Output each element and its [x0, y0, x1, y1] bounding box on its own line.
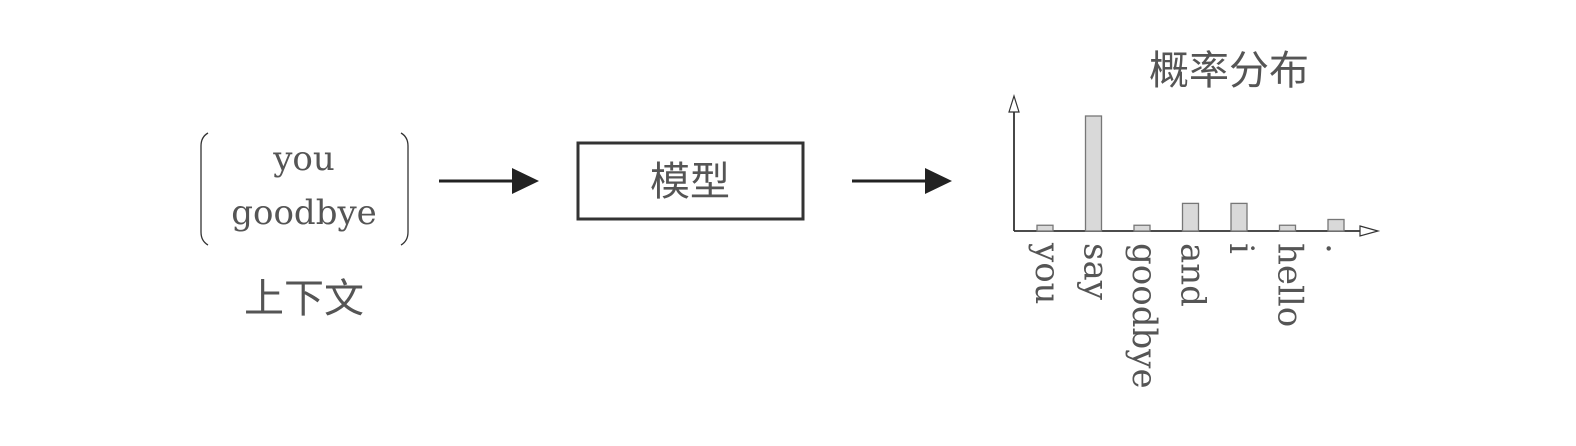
- bar-period: [1327, 218, 1345, 232]
- tick-label-i: i: [1221, 243, 1261, 254]
- bar-and: [1181, 202, 1200, 232]
- tick-label-goodbye: goodbye: [1124, 243, 1164, 389]
- bar-hello: [1278, 224, 1297, 232]
- bar-you: [1036, 224, 1054, 232]
- y-axis-arrowhead: [1008, 93, 1020, 113]
- right-bracket: [400, 132, 409, 246]
- tick-label-period: .: [1318, 243, 1358, 254]
- x-axis-arrowhead: [1359, 225, 1381, 237]
- arrow-model-to-chart: [852, 168, 952, 194]
- tick-label-you: you: [1027, 242, 1067, 305]
- context-label: 上下文: [244, 276, 364, 322]
- bar-say: [1084, 115, 1103, 232]
- chart-bars: [1036, 115, 1345, 232]
- context-word-you: you: [272, 139, 335, 179]
- tick-label-say: say: [1076, 243, 1116, 301]
- context-group: you goodbye 上下文: [200, 132, 409, 322]
- tick-label-hello: hello: [1270, 243, 1310, 327]
- model-box: 模型: [576, 141, 805, 221]
- tick-label-and: and: [1173, 243, 1213, 307]
- arrow-context-to-model: [439, 168, 539, 194]
- bar-goodbye: [1133, 224, 1151, 232]
- bar-i: [1230, 202, 1248, 232]
- chart-title: 概率分布: [1149, 48, 1309, 94]
- context-word-goodbye: goodbye: [231, 193, 377, 233]
- left-bracket: [200, 132, 209, 246]
- model-label: 模型: [650, 159, 730, 205]
